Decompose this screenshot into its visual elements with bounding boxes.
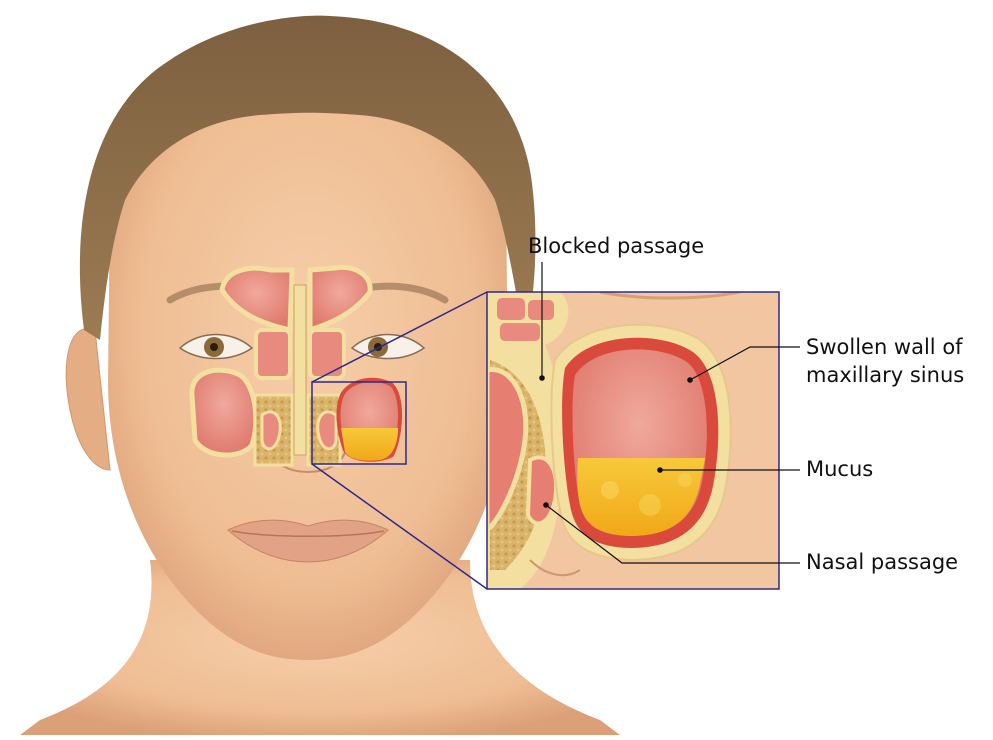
swollen-wall-label: Swollen wall of maxillary sinus xyxy=(806,333,964,389)
blocked-passage-label: Blocked passage xyxy=(528,232,704,260)
nasal-passage-label: Nasal passage xyxy=(806,548,958,576)
inset-magnified-view xyxy=(487,292,779,589)
swollen-wall-label-line2: maxillary sinus xyxy=(806,361,964,389)
left-ear xyxy=(66,328,110,470)
mucus-label: Mucus xyxy=(806,455,873,483)
maxillary-sinus-left xyxy=(192,370,256,455)
swollen-wall-label-line1: Swollen wall of xyxy=(806,333,964,361)
